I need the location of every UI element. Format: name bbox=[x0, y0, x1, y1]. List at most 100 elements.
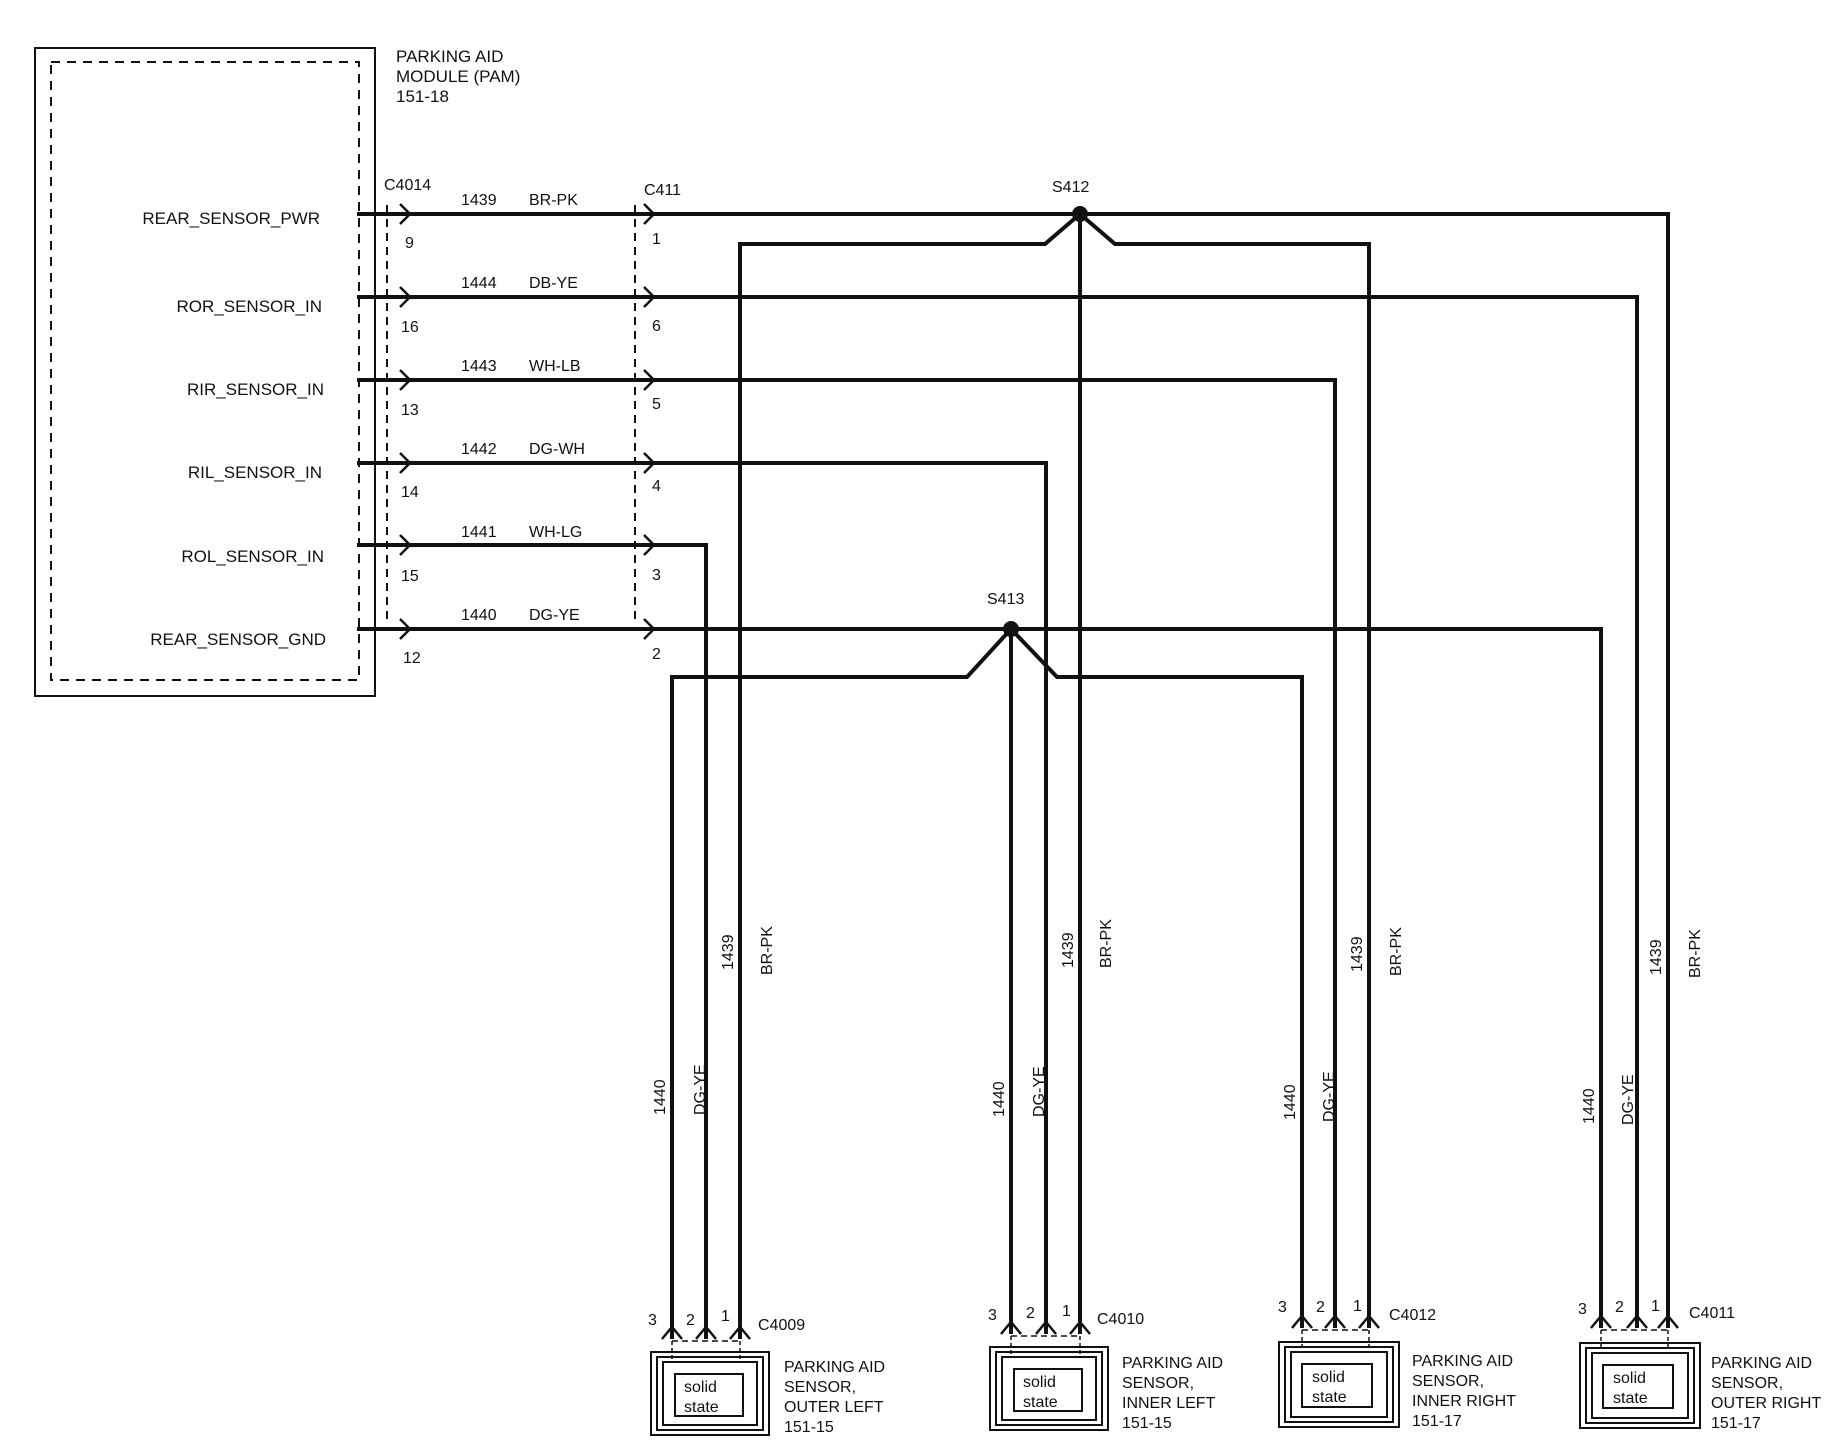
sensor-title-line-4: 151-17 bbox=[1412, 1413, 1462, 1430]
signal-name-rol-sensor-in: ROL_SENSOR_IN bbox=[181, 547, 324, 566]
inline-pin-number: 6 bbox=[652, 318, 661, 335]
wire-harness bbox=[357, 212, 1670, 1339]
sensor-housing bbox=[1278, 1341, 1400, 1428]
chevron-icon bbox=[399, 534, 656, 556]
inline-pin-number: 1 bbox=[652, 231, 661, 248]
sensor-pin-number: 2 bbox=[1316, 1299, 1325, 1316]
wire-number: 1439 bbox=[1648, 939, 1665, 975]
sensor-pin-number: 3 bbox=[648, 1312, 657, 1329]
wire-pwr-inner-right bbox=[1078, 212, 1371, 1328]
chevron-icon bbox=[399, 369, 656, 391]
module-title-line-2: MODULE (PAM) bbox=[396, 67, 520, 86]
sensor-pin-number: 1 bbox=[1353, 1298, 1362, 1315]
wire-ror-run bbox=[357, 295, 1639, 1328]
sensor-title-line-3: INNER LEFT bbox=[1122, 1395, 1216, 1412]
sensor-inner-label: solid bbox=[1023, 1374, 1056, 1391]
wire-color: DG-YE bbox=[1620, 1074, 1637, 1125]
sensor-inner-label: solid bbox=[1613, 1370, 1646, 1387]
signal-name-ril-sensor-in: RIL_SENSOR_IN bbox=[188, 463, 322, 482]
sensor-pin-number: 2 bbox=[1615, 1299, 1624, 1316]
sensor-inner-right: solid state bbox=[1278, 1314, 1400, 1428]
wire-color: DG-YE bbox=[692, 1064, 709, 1115]
sensor-housing bbox=[1579, 1342, 1701, 1429]
wire-number: 1440 bbox=[1282, 1084, 1299, 1120]
sensor-inner-left: solid state bbox=[989, 1320, 1109, 1431]
wire-color: BR-PK bbox=[1388, 927, 1405, 976]
sensor-title-line-2: SENSOR, bbox=[1122, 1375, 1194, 1392]
sensor-title-line-4: 151-15 bbox=[784, 1419, 834, 1436]
wire-color: DG-YE bbox=[529, 607, 580, 624]
wire-pwr-outer-left bbox=[738, 212, 1082, 1339]
wire-number: 1440 bbox=[461, 607, 497, 624]
parking-aid-module bbox=[34, 47, 376, 697]
sensor-inner-label: solid bbox=[684, 1379, 717, 1396]
vertical-wire-labels: 1439 BR-PK 1440 DG-YE 1439 BR-PK 1440 DG… bbox=[652, 919, 1704, 1125]
module-pin-number: 9 bbox=[405, 235, 414, 252]
sensor-outer-left: solid state bbox=[650, 1325, 770, 1436]
sensor-title-line-1: PARKING AID bbox=[1412, 1353, 1513, 1370]
sensor-title-line-2: SENSOR, bbox=[1711, 1375, 1783, 1392]
module-title-line-3: 151-18 bbox=[396, 87, 449, 106]
module-pin-number: 13 bbox=[401, 402, 419, 419]
inline-pin-number: 5 bbox=[652, 396, 661, 413]
sensor-inner-label: state bbox=[1023, 1394, 1058, 1411]
sensor-housing bbox=[989, 1346, 1109, 1431]
sensor-pin-number: 1 bbox=[1651, 1298, 1660, 1315]
inline-pin-number: 4 bbox=[652, 478, 661, 495]
wire-number: 1442 bbox=[461, 441, 497, 458]
signal-name-rear-sensor-gnd: REAR_SENSOR_GND bbox=[150, 630, 326, 649]
inline-pin-number: 2 bbox=[652, 646, 661, 663]
signal-name-rear-sensor-pwr: REAR_SENSOR_PWR bbox=[142, 209, 320, 228]
sensor-pin-number: 2 bbox=[686, 1312, 695, 1329]
wire-color: DG-YE bbox=[1321, 1071, 1338, 1122]
module-pin-number: 12 bbox=[403, 650, 421, 667]
inline-connector-label: C411 bbox=[644, 182, 681, 199]
module-title-line-1: PARKING AID bbox=[396, 47, 503, 66]
splice-s413-dot bbox=[1003, 621, 1019, 637]
wire-pwr-right bbox=[1080, 212, 1670, 1328]
wire-number: 1441 bbox=[461, 524, 497, 541]
sensor-connector-label: C4011 bbox=[1689, 1305, 1735, 1322]
connector-chevrons bbox=[399, 203, 656, 640]
wire-color: DG-YE bbox=[1031, 1066, 1048, 1117]
wire-number: 1440 bbox=[652, 1079, 669, 1115]
chevron-icon bbox=[399, 452, 656, 474]
sensor-inner-label: solid bbox=[1312, 1369, 1345, 1386]
wire-color: BR-PK bbox=[1098, 919, 1115, 968]
sensor-connector-label: C4012 bbox=[1389, 1307, 1436, 1324]
sensor-pin-number: 3 bbox=[988, 1307, 997, 1324]
wire-color: BR-PK bbox=[759, 926, 776, 975]
wire-color: WH-LG bbox=[529, 524, 582, 541]
wire-gnd-inner-right bbox=[1009, 627, 1304, 1328]
sensor-pin-number: 3 bbox=[1578, 1301, 1587, 1318]
wire-color: DG-WH bbox=[529, 441, 585, 458]
sensor-pin-number: 3 bbox=[1278, 1299, 1287, 1316]
sensor-title-line-1: PARKING AID bbox=[1711, 1355, 1812, 1372]
chevron-icon bbox=[399, 203, 656, 225]
chevron-icon bbox=[1291, 1314, 1380, 1329]
wire-number: 1444 bbox=[461, 275, 497, 292]
sensor-housing bbox=[650, 1351, 770, 1436]
sensor-pin-number: 1 bbox=[1062, 1303, 1071, 1320]
sensor-title-line-4: 151-15 bbox=[1122, 1415, 1172, 1432]
sensor-pin-number: 1 bbox=[721, 1308, 730, 1325]
chevron-icon bbox=[399, 618, 656, 640]
sensor-title-line-4: 151-17 bbox=[1711, 1415, 1761, 1432]
signal-name-rir-sensor-in: RIR_SENSOR_IN bbox=[187, 380, 324, 399]
sensor-title-line-3: OUTER LEFT bbox=[784, 1399, 884, 1416]
chevron-icon bbox=[1000, 1320, 1091, 1335]
chevron-icon bbox=[1590, 1314, 1679, 1329]
sensor-connector-label: C4010 bbox=[1097, 1311, 1144, 1328]
wire-color: BR-PK bbox=[529, 192, 578, 209]
wire-number: 1439 bbox=[1060, 932, 1077, 968]
chevron-icon bbox=[661, 1325, 751, 1340]
sensor-outer-right: solid state bbox=[1579, 1314, 1701, 1429]
chevron-icon bbox=[399, 286, 656, 308]
sensor-title-line-3: INNER RIGHT bbox=[1412, 1393, 1516, 1410]
splice-s412-dot bbox=[1072, 206, 1088, 222]
wire-number: 1439 bbox=[1349, 936, 1366, 972]
sensor-title-line-2: SENSOR, bbox=[1412, 1373, 1484, 1390]
wire-color: BR-PK bbox=[1687, 929, 1704, 978]
sensor-title-line-3: OUTER RIGHT bbox=[1711, 1395, 1821, 1412]
module-pin-number: 16 bbox=[401, 319, 419, 336]
